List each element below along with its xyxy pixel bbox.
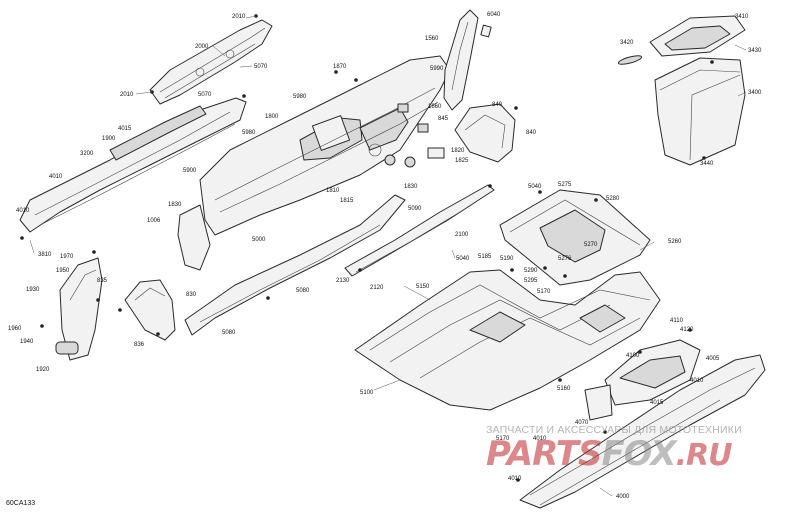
leader-lines	[29, 15, 747, 497]
callout-4010: 4010	[49, 174, 63, 180]
callout-3420: 3420	[620, 40, 634, 46]
callout-845: 845	[438, 116, 449, 122]
callout-2010: 2010	[232, 14, 246, 20]
callout-1825: 1825	[455, 158, 469, 164]
callout-5280: 5280	[606, 196, 620, 202]
callout-5170-b: 5170	[496, 436, 510, 442]
callout-4010-b: 4010	[16, 208, 30, 214]
watermark-logo: PARTSFOX.RU	[486, 434, 733, 474]
callout-1560: 1560	[425, 36, 439, 42]
callout-1810: 1810	[326, 188, 340, 194]
callout-5090: 5090	[408, 206, 422, 212]
callout-840-b: 840	[526, 130, 537, 136]
storage-box-3400	[617, 15, 746, 166]
callout-5000: 5000	[252, 237, 266, 243]
callout-4005: 4005	[706, 356, 720, 362]
callout-5170: 5170	[537, 289, 551, 295]
callout-1930: 1930	[26, 287, 40, 293]
callout-4120: 4120	[680, 327, 694, 333]
callout-5990: 5990	[430, 66, 444, 72]
callout-4010-e: 4010	[508, 476, 522, 482]
callout-1970: 1970	[60, 254, 74, 260]
clips-group	[334, 70, 445, 168]
callout-5260: 5260	[668, 239, 682, 245]
callout-2000: 2000	[195, 44, 209, 50]
watermark-tagline: ЗАПЧАСТИ И АКСЕССУАРЫ ДЛЯ МОТОТЕХНИКИ	[486, 424, 742, 436]
callout-4110: 4110	[670, 318, 684, 324]
callout-2100: 2100	[455, 232, 469, 238]
watermark-logo-tld: .RU	[675, 438, 733, 473]
callout-4015-b: 4015	[650, 400, 664, 406]
callout-2010-b: 2010	[120, 92, 134, 98]
callout-5276: 5276	[558, 256, 572, 262]
callout-1830: 1830	[404, 184, 418, 190]
watermark-logo-part1: PARTS	[486, 434, 602, 474]
pillar-1960	[40, 250, 103, 361]
fender-840	[454, 103, 518, 163]
callout-5190: 5190	[500, 256, 514, 262]
callout-5040: 5040	[528, 184, 542, 190]
side-panel-4100	[516, 328, 766, 509]
callout-2130: 2130	[336, 278, 350, 284]
callout-5900: 5900	[183, 168, 197, 174]
callout-1860: 1860	[428, 104, 442, 110]
callout-2120: 2120	[370, 285, 384, 291]
callout-5295: 5295	[524, 278, 538, 284]
callout-1900: 1900	[102, 136, 116, 142]
kick-panel-830	[118, 279, 176, 341]
callout-4010-c: 4010	[690, 378, 704, 384]
callout-5270: 5270	[584, 242, 598, 248]
callout-5980: 5980	[293, 94, 307, 100]
callout-4000: 4000	[616, 494, 630, 500]
callout-5275: 5275	[558, 182, 572, 188]
callout-3430: 3430	[748, 48, 762, 54]
rail-5000	[184, 184, 495, 336]
callout-4100: 4100	[626, 353, 640, 359]
callout-5040-b: 5040	[456, 256, 470, 262]
callout-1815: 1815	[340, 198, 354, 204]
callout-5080-b: 5080	[222, 330, 236, 336]
callout-4070: 4070	[575, 420, 589, 426]
callout-1920: 1920	[36, 367, 50, 373]
callout-1006: 1006	[147, 218, 161, 224]
callout-5150: 5150	[416, 284, 430, 290]
callout-5100: 5100	[360, 390, 374, 396]
callout-4015: 4015	[118, 126, 132, 132]
callout-3410: 3410	[735, 14, 749, 20]
floor-pan-5150	[354, 266, 661, 411]
callout-1830-b: 1830	[168, 202, 182, 208]
callout-1950: 1950	[56, 268, 70, 274]
callout-6040: 6040	[487, 12, 501, 18]
callout-3400: 3400	[748, 90, 762, 96]
callout-labels: 2010 2000 5070 2010 5070 4015 1900 3200 …	[8, 12, 762, 500]
callout-5160: 5160	[557, 386, 571, 392]
callout-836: 836	[134, 342, 145, 348]
callout-5185: 5185	[478, 254, 492, 260]
callout-840: 840	[492, 102, 503, 108]
callout-1800: 1800	[265, 114, 279, 120]
callout-1870: 1870	[333, 64, 347, 70]
callout-5080: 5080	[296, 288, 310, 294]
callout-3810: 3810	[38, 252, 52, 258]
callout-5070-b: 5070	[198, 92, 212, 98]
callout-5980-b: 5980	[242, 130, 256, 136]
callout-1940: 1940	[20, 339, 34, 345]
bracket-2000	[149, 14, 273, 105]
callout-3440: 3440	[700, 161, 714, 167]
watermark-logo-part2: FOX	[601, 434, 676, 474]
callout-5070: 5070	[254, 64, 268, 70]
diagram-code: 60CA133	[6, 500, 36, 507]
callout-1820: 1820	[451, 148, 465, 154]
dash-panel-1800	[177, 55, 451, 271]
callout-835: 835	[97, 278, 108, 284]
side-panel-3200	[19, 94, 247, 240]
callout-4010-d: 4010	[533, 436, 547, 442]
callout-1960: 1960	[8, 326, 22, 332]
callout-5290: 5290	[524, 268, 538, 274]
callout-3200: 3200	[80, 151, 94, 157]
rear-tray-5260	[499, 189, 651, 286]
pillar-1560	[443, 9, 492, 111]
callout-830: 830	[186, 292, 197, 298]
